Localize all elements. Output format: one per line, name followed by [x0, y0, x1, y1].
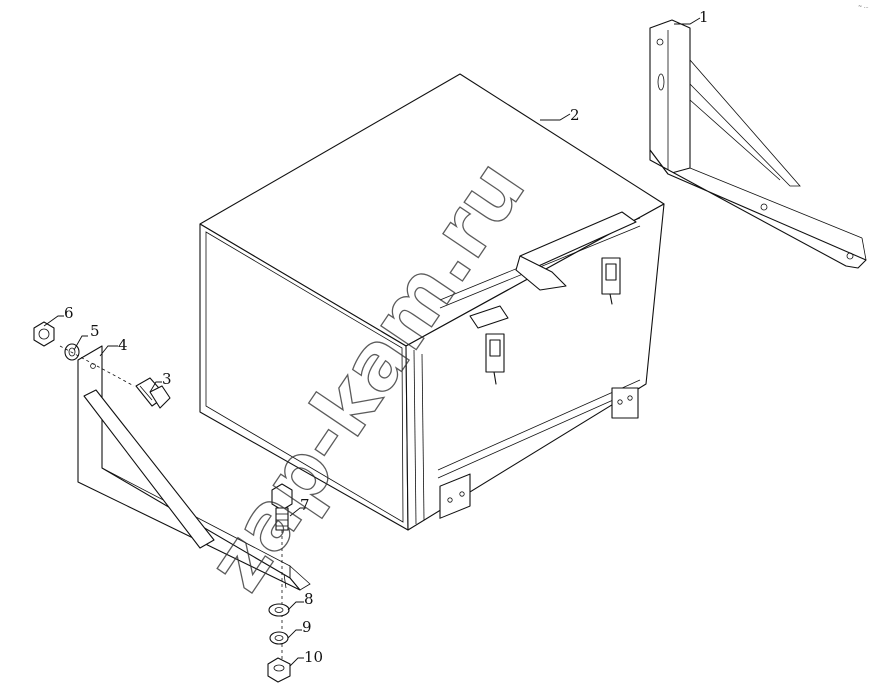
hinge-right — [611, 387, 639, 419]
callout-10: 10 — [304, 648, 323, 666]
latch-left-hook — [493, 371, 497, 385]
left-bracket — [77, 345, 311, 591]
washer-8-hole — [274, 607, 284, 613]
hex-nut-6 — [33, 321, 55, 347]
latch-right-lever — [605, 263, 617, 281]
bracket-hole-mid — [760, 203, 768, 211]
hinge-left — [439, 473, 471, 519]
callout-6: 6 — [64, 304, 74, 322]
leader-2 — [540, 113, 571, 121]
washer-5 — [64, 343, 80, 361]
box-edge-line — [413, 349, 417, 525]
latch-left-lever — [489, 339, 501, 357]
callout-5: 5 — [90, 322, 100, 340]
bolt-3-head — [149, 385, 171, 409]
washer-9 — [269, 631, 289, 645]
left-bracket-brace — [83, 389, 215, 549]
washer-8 — [268, 603, 290, 617]
box-edge-line-2 — [421, 353, 425, 521]
leader-3 — [149, 381, 162, 393]
leader-5 — [73, 335, 88, 351]
bracket-slot — [657, 73, 665, 91]
washer-5-ring — [64, 343, 80, 361]
callout-numbers: 1 2 3 4 5 6 7 8 9 10 — [64, 8, 709, 666]
bolt-3-thread — [139, 385, 153, 401]
fastener-axis-left — [59, 345, 135, 387]
battery-box — [199, 73, 665, 531]
washer-8-ring — [268, 603, 290, 617]
left-bracket-foot — [289, 565, 311, 591]
right-bracket-brace-inner — [689, 99, 781, 181]
callout-1: 1 — [699, 8, 709, 26]
latch-left — [485, 333, 505, 385]
bracket-hole-top — [656, 38, 664, 46]
box-front-inner-edge — [205, 231, 404, 523]
callout-9: 9 — [302, 618, 312, 636]
washer-5-hole — [68, 347, 76, 357]
bolt-7 — [271, 483, 293, 531]
right-bracket-brace — [689, 58, 801, 187]
hinge-rivet-3 — [617, 399, 623, 405]
nut-6 — [33, 321, 55, 347]
left-bracket-hole-2 — [283, 573, 287, 589]
right-bracket-horizontal — [649, 149, 867, 269]
callout-8: 8 — [304, 590, 314, 608]
bolt-3 — [135, 377, 171, 409]
strap-end — [515, 255, 567, 291]
callout-3: 3 — [162, 370, 172, 388]
lid-rail-lower-2 — [437, 387, 641, 479]
washer-9-ring — [269, 631, 289, 645]
hinge-rivet-2 — [459, 491, 465, 497]
latch-right-hook — [609, 293, 613, 305]
hex-nut-10 — [267, 657, 291, 683]
right-bracket-top-edge — [689, 167, 863, 239]
corner-mark: ~ ... — [858, 4, 869, 10]
right-bracket-end — [861, 237, 867, 261]
lid-rail-lower — [437, 379, 641, 471]
bracket-hole-end — [846, 252, 854, 260]
leader-7 — [289, 507, 306, 517]
nut-10 — [267, 657, 291, 683]
hex-nut-10-hole — [273, 664, 285, 672]
leader-9 — [287, 629, 302, 639]
right-bracket — [649, 19, 867, 269]
callout-4: 4 — [118, 336, 128, 354]
leader-6 — [43, 315, 64, 327]
bolt-7-head — [271, 483, 293, 511]
strap-clip — [469, 305, 509, 329]
hex-nut-6-hole — [38, 328, 50, 340]
leader-8 — [287, 601, 304, 611]
latch-right — [601, 257, 621, 305]
leader-lines — [43, 17, 701, 667]
callout-2: 2 — [570, 106, 580, 124]
right-bracket-vertical — [649, 19, 691, 175]
callout-7: 7 — [300, 496, 310, 514]
leader-1 — [674, 17, 701, 25]
hinge-rivet-4 — [627, 395, 633, 401]
leader-4 — [99, 345, 118, 357]
washer-9-hole — [274, 635, 284, 641]
leader-10 — [289, 657, 304, 667]
hinge-rivet — [447, 497, 453, 503]
